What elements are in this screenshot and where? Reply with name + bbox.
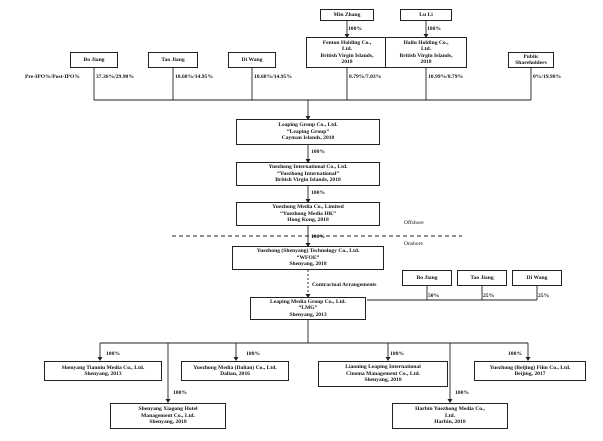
entity-lmg: Leaping Media Group Co., Ltd. “LMG” Shen… <box>250 297 366 320</box>
xiagong-pct: 100% <box>173 390 187 396</box>
lmg-holder-di-wang-label: Di Wang <box>526 274 548 281</box>
contractual-arrangements-label: Contractual Arrangements <box>312 282 377 288</box>
lu-li-pct: 100% <box>427 26 441 32</box>
lmg-holder-bo-jiang: Bo Jiang <box>402 270 452 286</box>
entity-yuezhong-media-hk: Yuezhong Media Co., Limited “Yuezhong Me… <box>236 202 380 226</box>
hailu-ipo-pct: 10.99%/8.79% <box>428 74 464 80</box>
shareholder-lu-li: Lu Li <box>400 9 452 21</box>
subsidiary-beijing: Yuezhong (Beijing) Film Co., Ltd. Beijin… <box>474 361 586 381</box>
shareholder-hailu-holding-label: Hailu Holding Co., Ltd. British Virgin I… <box>399 39 453 65</box>
shareholder-min-zhang-label: Min Zhang <box>333 11 361 18</box>
shareholder-di-wang-label: Di Wang <box>241 56 263 63</box>
lmg-di-wang-pct: 25% <box>538 293 550 299</box>
shareholder-di-wang: Di Wang <box>228 52 276 68</box>
entity-yuezhong-international: Yuezhong International Co., Ltd. “Yuezho… <box>236 162 380 186</box>
tao-jiang-ipo-pct: 18.68%/14.95% <box>175 74 213 80</box>
tianniu-pct: 100% <box>106 351 120 357</box>
leaping-to-intl-pct: 100% <box>311 149 325 155</box>
shareholder-min-zhang: Min Zhang <box>320 9 374 21</box>
fenton-ipo-pct: 8.79%/7.03% <box>349 74 382 80</box>
pre-post-ipo-label: Pre-IPO%/Post-IPO% <box>25 74 80 80</box>
shareholder-fenton-holding: Fenton Holding Co., Ltd. British Virgin … <box>306 37 388 68</box>
hk-to-wfoe-pct: 100% <box>311 234 325 240</box>
shareholder-public-label: Public Shareholders <box>515 53 547 66</box>
lmg-holder-tao-jiang-label: Tao Jiang <box>470 274 494 281</box>
entity-leaping-group-label: Leaping Group Co., Ltd. “Leaping Group” … <box>278 122 338 142</box>
shareholder-tao-jiang-label: Tao Jiang <box>161 56 185 63</box>
entity-yuezhong-international-label: Yuezhong International Co., Ltd. “Yuezho… <box>268 164 348 184</box>
entity-lmg-label: Leaping Media Group Co., Ltd. “LMG” Shen… <box>270 298 346 318</box>
entity-wfoe: Yuezhong (Shenyang) Technology Co., Ltd.… <box>232 246 384 270</box>
lmg-bo-jiang-pct: 50% <box>428 293 440 299</box>
shareholder-lu-li-label: Lu Li <box>419 11 433 18</box>
subsidiary-liaoning-label: Liaoning Leaping International Cinema Ma… <box>345 364 421 384</box>
min-zhang-pct: 100% <box>348 26 362 32</box>
shareholder-bo-jiang-label: Bo Jiang <box>83 56 105 63</box>
subsidiary-harbin: Harbin Yuezhong Media Co., Ltd. Harbin, … <box>392 403 508 429</box>
shareholder-bo-jiang: Bo Jiang <box>70 52 118 68</box>
subsidiary-tianniu-label: Shenyang Tianniu Media Co., Ltd. Shenyan… <box>61 364 145 377</box>
lmg-tao-jiang-pct: 25% <box>483 293 495 299</box>
subsidiary-beijing-label: Yuezhong (Beijing) Film Co., Ltd. Beijin… <box>489 364 571 377</box>
shareholder-public: Public Shareholders <box>508 52 554 68</box>
beijing-pct: 100% <box>508 351 522 357</box>
bo-jiang-ipo-pct: 37.36%/29.90% <box>96 74 134 80</box>
entity-leaping-group: Leaping Group Co., Ltd. “Leaping Group” … <box>236 119 380 145</box>
harbin-pct: 100% <box>455 390 469 396</box>
public-ipo-pct: 0%/19.98% <box>533 74 562 80</box>
subsidiary-tianniu: Shenyang Tianniu Media Co., Ltd. Shenyan… <box>44 361 162 381</box>
shareholder-hailu-holding: Hailu Holding Co., Ltd. British Virgin I… <box>385 37 467 68</box>
di-wang-ipo-pct: 18.68%/14.95% <box>254 74 292 80</box>
subsidiary-xiagong: Shenyang Xiagong Hotel Management Co., L… <box>110 403 226 429</box>
onshore-label: Onshore <box>404 241 423 247</box>
subsidiary-xiagong-label: Shenyang Xiagong Hotel Management Co., L… <box>138 406 198 426</box>
subsidiary-liaoning: Liaoning Leaping International Cinema Ma… <box>318 361 448 387</box>
lmg-holder-di-wang: Di Wang <box>512 270 562 286</box>
subsidiary-dalian-label: Yuezhong Media (Dalian) Co., Ltd. Dalian… <box>193 364 277 377</box>
entity-yuezhong-media-hk-label: Yuezhong Media Co., Limited “Yuezhong Me… <box>272 204 344 224</box>
liaoning-pct: 100% <box>390 351 404 357</box>
lmg-holder-bo-jiang-label: Bo Jiang <box>416 274 438 281</box>
intl-to-hk-pct: 100% <box>311 190 325 196</box>
subsidiary-harbin-label: Harbin Yuezhong Media Co., Ltd. Harbin, … <box>415 406 485 426</box>
offshore-label: Offshore <box>404 220 424 226</box>
subsidiary-dalian: Yuezhong Media (Dalian) Co., Ltd. Dalian… <box>181 361 289 381</box>
shareholder-fenton-holding-label: Fenton Holding Co., Ltd. British Virgin … <box>320 39 374 65</box>
lmg-holder-tao-jiang: Tao Jiang <box>457 270 507 286</box>
shareholder-tao-jiang: Tao Jiang <box>148 52 198 68</box>
entity-wfoe-label: Yuezhong (Shenyang) Technology Co., Ltd.… <box>256 248 360 268</box>
dalian-pct: 100% <box>246 351 260 357</box>
